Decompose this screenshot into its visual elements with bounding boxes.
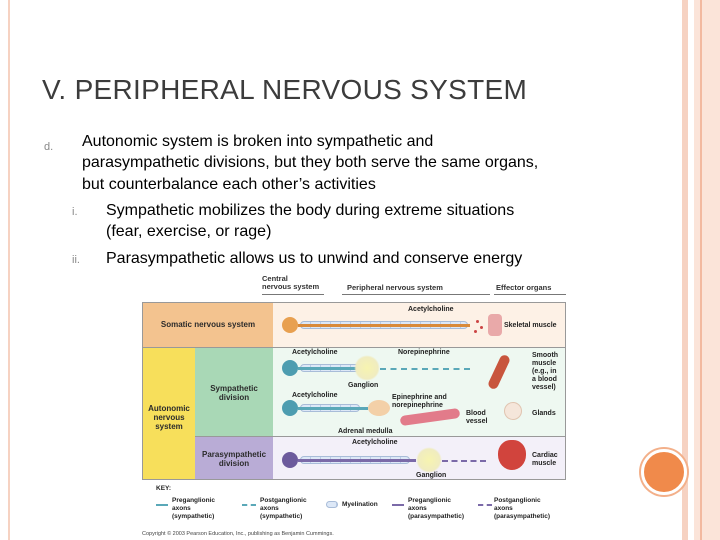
somatic-acetylcholine-label: Acetylcholine xyxy=(408,306,454,314)
key-para-pre-swatch xyxy=(392,504,404,506)
sub-bullet-i-line-1: Sympathetic mobilizes the body during ex… xyxy=(106,200,514,221)
key-1-c: (sympathetic) xyxy=(172,513,214,521)
glands-icon xyxy=(504,402,522,420)
parasympathetic-preganglionic-axon xyxy=(298,459,416,462)
smooth-muscle-label-5: vessel) xyxy=(532,384,556,392)
parasympathetic-ganglion xyxy=(416,447,442,473)
ganglion-label-parasympathetic: Ganglion xyxy=(416,472,446,480)
header-rule-pns xyxy=(342,294,490,295)
header-pns: Peripheral nervous system xyxy=(347,284,443,292)
epinephrine-label-2: norepinephrine xyxy=(392,402,443,410)
decorative-orange-circle xyxy=(641,449,687,495)
key-4-c: (parasympathetic) xyxy=(408,513,464,521)
smooth-muscle-label-2: muscle xyxy=(532,360,556,368)
neurotransmitter-dot xyxy=(474,330,477,333)
copyright-text: Copyright © 2003 Pearson Education, Inc.… xyxy=(142,531,334,537)
norepinephrine-label: Norepinephrine xyxy=(398,349,450,357)
key-para-post-swatch xyxy=(478,504,492,506)
smooth-muscle-label-1: Smooth xyxy=(532,352,558,360)
key-5-b: axons xyxy=(494,505,513,513)
sub-bullet-marker-ii: ii. xyxy=(72,254,80,266)
neurotransmitter-dot xyxy=(480,326,483,329)
smooth-muscle-label-4: a blood xyxy=(532,376,557,384)
autonomic-label-2: nervous xyxy=(143,413,195,422)
key-1-a: Preganglionic xyxy=(172,497,215,505)
header-rule-cns xyxy=(262,294,324,295)
left-border-line xyxy=(8,0,10,540)
adrenal-medulla-icon xyxy=(368,400,390,416)
heart-icon xyxy=(498,440,526,470)
sympathetic-adrenal-soma xyxy=(282,400,298,416)
bullet-d-line-2: parasympathetic divisions, but they both… xyxy=(82,152,538,173)
key-2-a: Postganglionic xyxy=(260,497,307,505)
sympathetic-acetylcholine-label: Acetylcholine xyxy=(292,349,338,357)
epinephrine-label-1: Epinephrine and xyxy=(392,394,447,402)
sympathetic-postganglionic-axon xyxy=(380,368,470,370)
key-3: Myelination xyxy=(342,501,378,509)
skeletal-muscle-label: Skeletal muscle xyxy=(504,322,557,330)
right-decorative-band xyxy=(694,0,720,540)
key-4-a: Preganglionic xyxy=(408,497,451,505)
sympathetic-ganglion xyxy=(354,355,380,381)
key-title: KEY: xyxy=(156,485,171,493)
autonomic-label-3: system xyxy=(143,422,195,431)
autonomic-label-1: Autonomic xyxy=(143,404,195,413)
header-rule-effector xyxy=(494,294,566,295)
header-effector-organs: Effector organs xyxy=(496,284,551,292)
parasympathetic-label-1: Parasympathetic xyxy=(195,450,273,459)
key-4-b: axons xyxy=(408,505,427,513)
parasympathetic-label-2: division xyxy=(195,459,273,468)
skeletal-muscle-icon xyxy=(488,314,502,336)
sub-bullet-i-line-2: (fear, exercise, or rage) xyxy=(106,221,271,242)
sub-bullet-ii-line-1: Parasympathetic allows us to unwind and … xyxy=(106,248,522,269)
key-5-c: (parasympathetic) xyxy=(494,513,550,521)
bullet-d-line-1: Autonomic system is broken into sympathe… xyxy=(82,131,433,152)
blood-vessel-label-1: Blood xyxy=(466,410,486,418)
blood-vessel-label-2: vessel xyxy=(466,418,487,426)
slide-title: V. PERIPHERAL NERVOUS SYSTEM xyxy=(42,74,527,106)
somatic-neuron-soma xyxy=(282,317,298,333)
adrenal-medulla-label: Adrenal medulla xyxy=(338,428,392,436)
smooth-muscle-label-3: (e.g., in xyxy=(532,368,557,376)
bullet-d-line-3: but counterbalance each other’s activiti… xyxy=(82,174,376,195)
key-sym-pre-swatch xyxy=(156,504,168,506)
somatic-axon xyxy=(298,324,470,327)
key-sym-post-swatch xyxy=(242,504,256,506)
key-1-b: axons xyxy=(172,505,191,513)
key-myelin-swatch xyxy=(326,501,338,508)
glands-label: Glands xyxy=(532,410,556,418)
bullet-marker-d: d. xyxy=(44,141,53,153)
somatic-label: Somatic nervous system xyxy=(143,320,273,329)
ganglion-label-sympathetic: Ganglion xyxy=(348,382,378,390)
right-decorative-thin-line xyxy=(700,0,702,540)
sub-bullet-marker-i: i. xyxy=(72,206,78,218)
key-5-a: Postganglionic xyxy=(494,497,541,505)
parasympathetic-acetylcholine-label: Acetylcholine xyxy=(352,439,398,447)
row-divider-2 xyxy=(195,436,565,437)
cardiac-muscle-label-2: muscle xyxy=(532,460,556,468)
parasympathetic-preganglionic-soma xyxy=(282,452,298,468)
sympathetic-label-2: division xyxy=(195,393,273,402)
header-cns-line-2: nervous system xyxy=(262,283,319,291)
key-2-c: (sympathetic) xyxy=(260,513,302,521)
nervous-system-diagram: Central nervous system Peripheral nervou… xyxy=(142,272,566,540)
key-2-b: axons xyxy=(260,505,279,513)
sympathetic-adrenal-axon xyxy=(298,407,368,410)
cardiac-muscle-label-1: Cardiac xyxy=(532,452,558,460)
neurotransmitter-dot xyxy=(476,320,479,323)
adrenal-acetylcholine-label: Acetylcholine xyxy=(292,392,338,400)
sympathetic-label-1: Sympathetic xyxy=(195,384,273,393)
parasympathetic-postganglionic-axon xyxy=(442,460,486,462)
sympathetic-preganglionic-soma xyxy=(282,360,298,376)
